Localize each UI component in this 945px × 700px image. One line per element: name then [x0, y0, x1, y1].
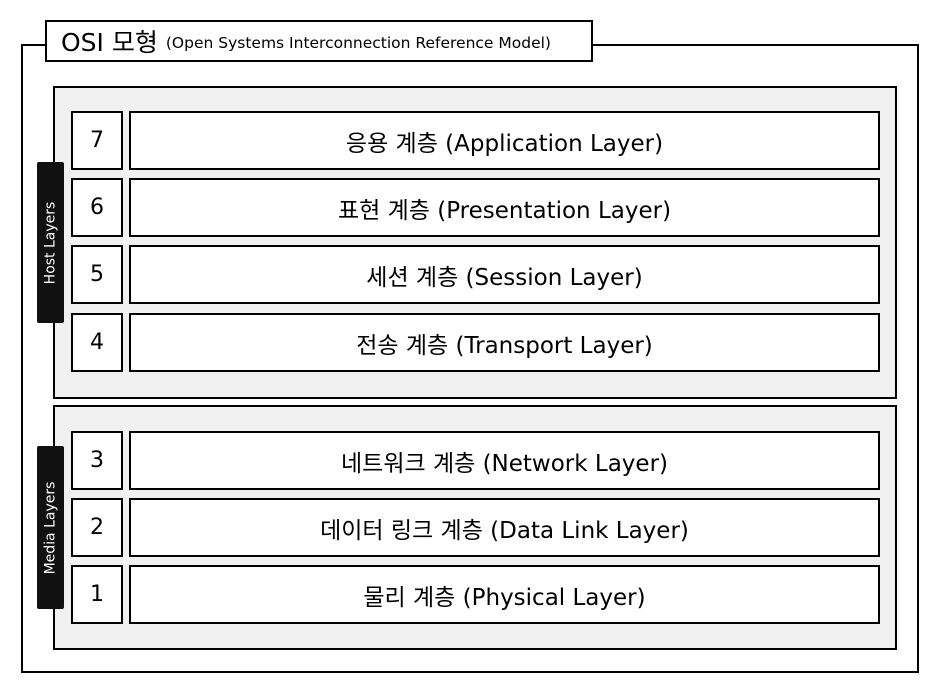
host-layers-tab: Host Layers	[37, 162, 64, 323]
layer-2-number: 2	[71, 498, 123, 557]
layer-7-number: 7	[71, 111, 123, 170]
title-main: OSI 모형	[61, 28, 158, 57]
layer-6-name: 표현 계층 (Presentation Layer)	[129, 178, 880, 237]
layer-6-number: 6	[71, 178, 123, 237]
host-layers-label: Host Layers	[42, 201, 59, 284]
layer-2-name: 데이터 링크 계층 (Data Link Layer)	[129, 498, 880, 557]
layer-3-name: 네트워크 계층 (Network Layer)	[129, 431, 880, 490]
layer-3-number: 3	[71, 431, 123, 490]
layer-4-number: 4	[71, 313, 123, 372]
layer-4-name: 전송 계층 (Transport Layer)	[129, 313, 880, 372]
layer-1-name: 물리 계층 (Physical Layer)	[129, 565, 880, 624]
layer-5-number: 5	[71, 245, 123, 304]
title-subtitle: (Open Systems Interconnection Reference …	[165, 34, 551, 52]
diagram-title: OSI 모형 (Open Systems Interconnection Ref…	[45, 20, 593, 62]
media-layers-label: Media Layers	[42, 481, 59, 574]
layer-1-number: 1	[71, 565, 123, 624]
layer-5-name: 세션 계층 (Session Layer)	[129, 245, 880, 304]
layer-7-name: 응용 계층 (Application Layer)	[129, 111, 880, 170]
media-layers-tab: Media Layers	[37, 446, 64, 609]
